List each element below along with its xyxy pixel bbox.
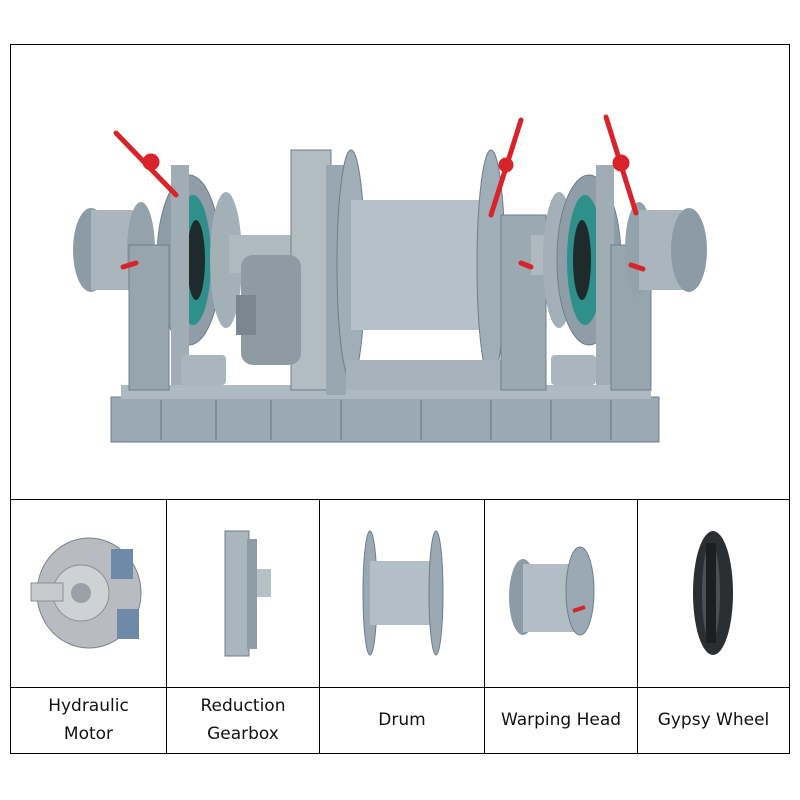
gypsy-wheel-image — [638, 499, 789, 687]
label-drum: Drum — [320, 687, 485, 753]
warping-head-image — [485, 499, 638, 687]
windlass-illustration — [73, 114, 707, 443]
component-images-row — [11, 499, 789, 688]
hydraulic-motor-image — [11, 499, 167, 687]
drum-image — [320, 499, 485, 687]
windlass-main-image — [11, 45, 789, 500]
label-warping-head: Warping Head — [485, 687, 638, 753]
label-gypsy-wheel: Gypsy Wheel — [657, 710, 770, 730]
reduction-gearbox-image — [167, 499, 320, 687]
